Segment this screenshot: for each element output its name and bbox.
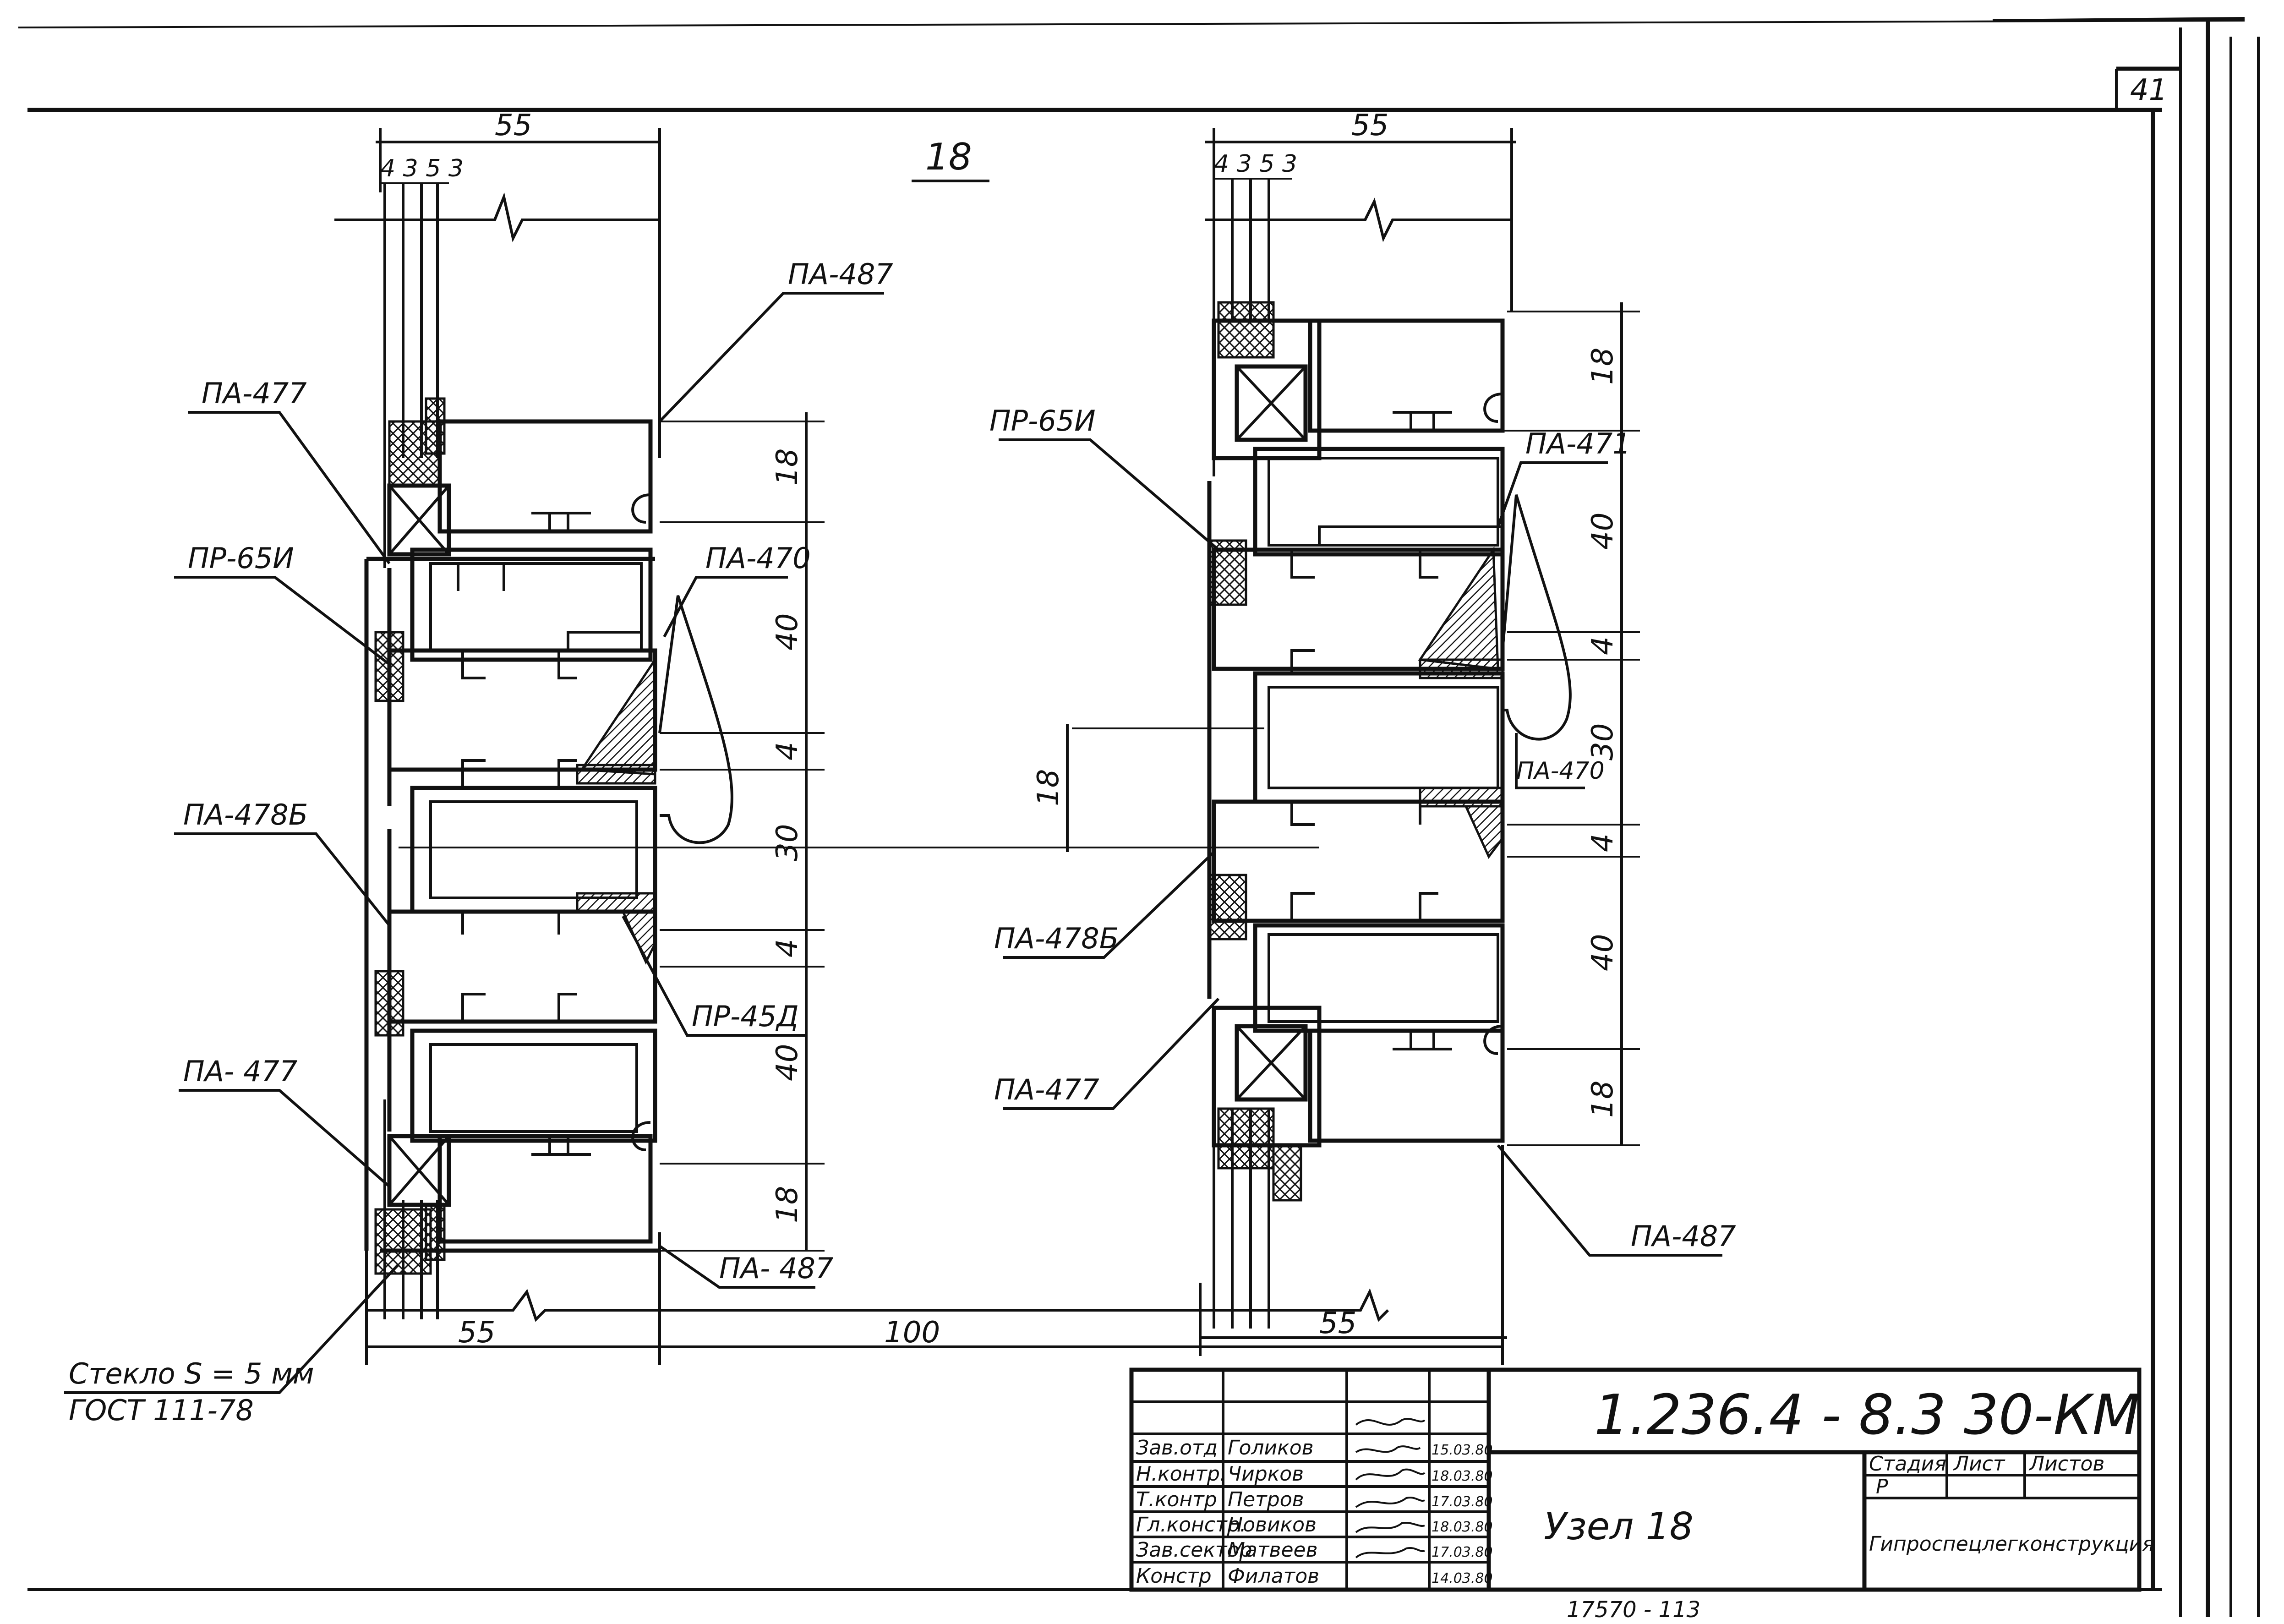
signature-scribbles [1355,1418,1426,1558]
node-title: Узел 18 [1544,1505,1694,1548]
label-pr65-left: ПР-65И [188,541,294,575]
label-pa477-bottom: ПА- 477 [183,1055,297,1088]
left-dim-right-0: 18 [770,448,804,486]
right-dim-right-3: 30 [1586,723,1620,760]
sheet-number: 41 [2130,73,2167,107]
right-section-drawing [999,128,1722,1356]
sig-name-0: Голиков [1228,1436,1314,1460]
stage-value: Р [1876,1475,1888,1498]
sheet-frame [18,17,2260,1617]
right-dim-right-2: 4 [1586,636,1620,655]
left-dim-right-2: 4 [770,742,804,760]
label-pa470-right: ПА-470 [1516,757,1605,785]
sig-name-4: Матвеев [1228,1538,1318,1562]
sig-role-2: Т.контр [1136,1488,1217,1511]
sig-role-3: Гл.констр. [1136,1513,1246,1537]
left-dim-right-1: 40 [770,613,804,651]
label-pr45: ПР-45Д [692,1000,799,1033]
label-pa487-bottom: ПА- 487 [719,1252,833,1285]
right-dim-top-layers: 4 3 5 3 [1214,150,1297,178]
sig-date-5: 14.03.80 [1432,1570,1493,1586]
label-pr65-right: ПР-65И [989,404,1096,437]
label-pa477-top: ПА-477 [202,377,307,410]
sig-date-0: 15.03.80 [1432,1442,1493,1458]
title-block [1129,1367,2142,1592]
sig-role-5: Констр [1136,1564,1212,1588]
left-dim-bottom-middle: 100 [884,1316,940,1350]
left-dim-right-3: 30 [770,824,804,861]
right-dim-right-6: 18 [1586,1081,1620,1118]
signature-table: Зав.отд Голиков 15.03.80 Н.контр. Чирков… [1136,1436,1493,1588]
document-code: 1.236.4 - 8.3 30-КМ [1594,1383,2140,1447]
right-dim-bottom: 55 [1319,1307,1356,1340]
sheet-header: Лист [1953,1452,2005,1476]
stage-header: Стадия [1869,1452,1946,1476]
sheets-header: Листов [2028,1452,2104,1476]
label-pa478-left: ПА-478Б [183,798,308,831]
label-glass: Стекло S = 5 мм [69,1357,314,1390]
left-dim-top-layers: 4 3 5 3 [380,155,464,182]
sig-name-3: Новиков [1228,1513,1317,1537]
left-dim-right-6: 18 [770,1186,804,1223]
right-dim-right-1: 40 [1586,513,1620,550]
organization: Гипроспецлегконструкция [1869,1532,2154,1556]
sig-date-1: 18.03.80 [1432,1468,1493,1484]
sig-date-3: 18.03.80 [1432,1519,1493,1535]
sig-date-4: 17.03.80 [1432,1544,1493,1560]
sig-name-1: Чирков [1228,1462,1304,1486]
left-dim-bottom-left: 55 [458,1316,495,1350]
sig-role-0: Зав.отд [1136,1436,1218,1460]
left-dim-top-total: 55 [495,109,532,142]
bottom-code: 17570 - 113 [1567,1597,1700,1622]
right-dim-right-4: 4 [1586,833,1620,852]
right-dim-right-0: 18 [1586,348,1620,385]
right-dim-top-total: 55 [1351,109,1388,142]
label-pa477-right: ПА-477 [994,1073,1099,1106]
right-dims-right: 18 40 4 30 4 40 18 [1586,348,1620,1118]
right-dim-left: 18 [1032,769,1066,806]
label-gost: ГОСТ 111-78 [69,1394,254,1427]
left-section-drawing [64,128,1504,1394]
label-pa487-top: ПА-487 [788,257,893,291]
node-mark: 18 [925,136,972,178]
sig-name-2: Петров [1228,1488,1304,1511]
left-dim-right-5: 40 [770,1044,804,1081]
sig-name-5: Филатов [1228,1564,1319,1588]
label-pa471: ПА-471 [1525,427,1631,460]
left-dims-right: 18 40 4 30 4 40 18 [770,448,804,1223]
right-dim-right-5: 40 [1586,934,1620,971]
label-pa478-right: ПА-478Б [994,922,1119,955]
label-pa487-right: ПА-487 [1631,1219,1736,1253]
sig-date-2: 17.03.80 [1432,1494,1493,1510]
sig-role-1: Н.контр. [1136,1462,1226,1486]
left-dim-right-4: 4 [770,939,804,957]
sig-role-4: Зав.сектор [1136,1538,1252,1562]
label-pa470-left: ПА-470 [705,541,811,575]
